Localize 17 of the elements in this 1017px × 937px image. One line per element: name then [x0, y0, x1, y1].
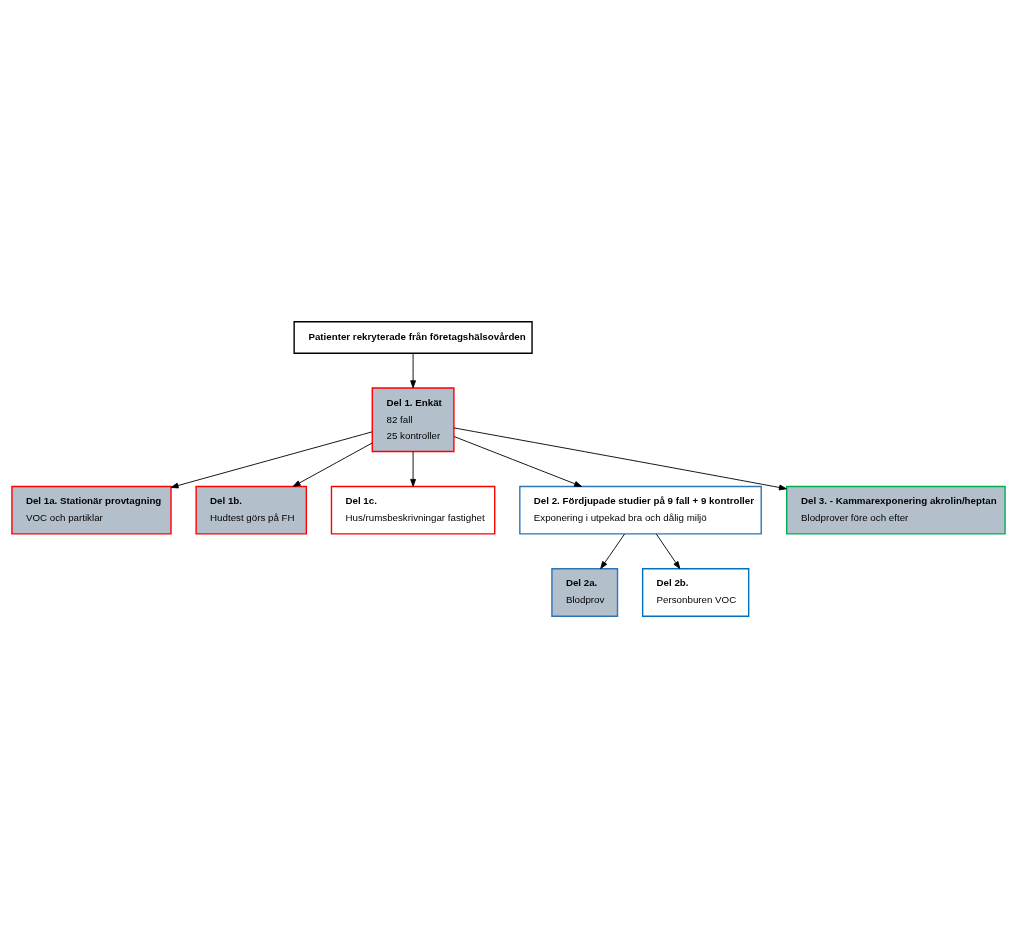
arrow	[410, 450, 416, 487]
node-box: Patienter rekryterade från företagshälsovården	[293, 320, 533, 354]
arrow	[655, 533, 681, 569]
arrow	[453, 426, 787, 490]
node-box: Del 1. Enkät 82 fall 25 kontroller	[371, 386, 455, 452]
node-box: Del 2b. Personburen VOC	[641, 567, 750, 617]
arrow	[600, 533, 625, 569]
node-box: Del 2. Fördjupade studier på 9 fall + 9 kontroller Exponering i utpekad bra och dålig miljö	[519, 485, 762, 535]
node-box: Del 1a. Stationär provtagning VOC och partiklar	[11, 485, 172, 535]
node-box: Del 2a. Blodprov	[551, 567, 619, 617]
node-box: Del 3. - Kammarexponering akrolin/heptan Blodprover före och efter	[786, 485, 1006, 535]
arrow	[292, 442, 373, 487]
node-box: Del 1b. Hudtest görs på FH	[195, 485, 308, 535]
arrow	[170, 430, 373, 488]
node-box: Del 1c. Hus/rumsbeskrivningar fastighet	[330, 485, 496, 535]
arrow	[410, 352, 416, 388]
arrow	[453, 435, 582, 487]
